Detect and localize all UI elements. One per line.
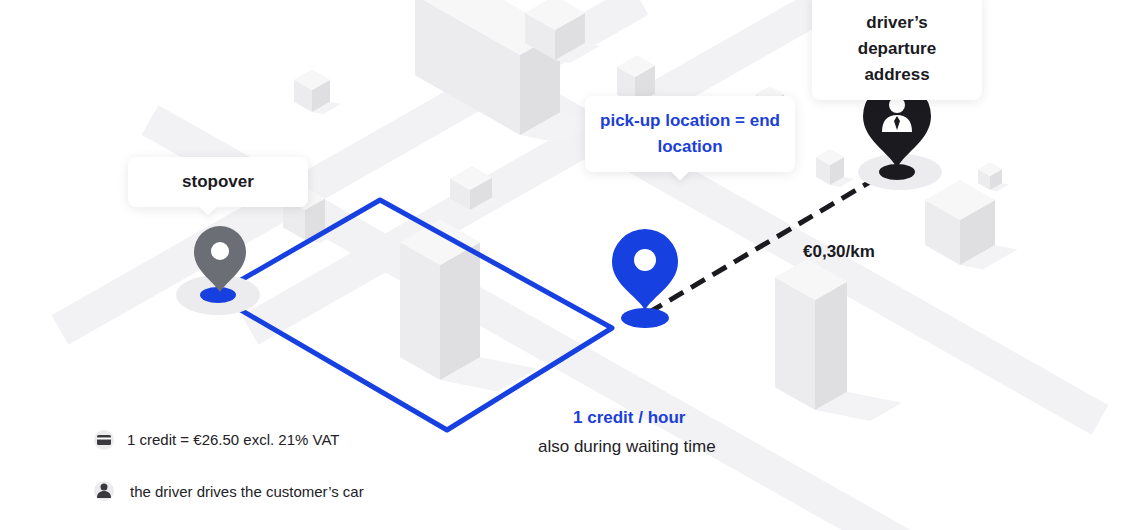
building-face (294, 69, 330, 90)
pin-dot (211, 242, 229, 260)
building-face (775, 259, 847, 300)
card-icon (97, 435, 111, 445)
person-icon-body (97, 491, 111, 498)
note-text: the driver drives the customer’s car (130, 483, 364, 500)
building-face (816, 149, 844, 165)
icon-ground (94, 481, 114, 501)
icon-ground (94, 430, 114, 450)
callout-box: stopover (128, 157, 308, 207)
note-text: 1 credit = €26.50 excl. 21% VAT (127, 431, 339, 448)
driver-body (882, 115, 912, 132)
building-face (400, 219, 480, 265)
card-stripe (97, 438, 111, 440)
building-face (815, 282, 847, 410)
callout-tail (200, 199, 217, 216)
note-icons (94, 430, 114, 501)
callout-box: driver’s departure address (812, 0, 982, 100)
street (250, 0, 900, 330)
route (215, 176, 880, 430)
callout-text: driver’s departure address (826, 10, 968, 88)
pickup-pin (612, 229, 678, 310)
building-face (525, 0, 585, 30)
street-bands (60, 0, 1100, 530)
buildings (283, 0, 1018, 421)
pin-base (200, 287, 236, 303)
callout-box: pick-up location = end location (585, 96, 795, 172)
pricing-label: 1 credit / hour (573, 408, 685, 428)
person-icon-head (101, 484, 108, 491)
stopover-pin (194, 226, 246, 292)
building-face (440, 242, 480, 380)
pin-dot (634, 249, 656, 271)
building-face (400, 242, 440, 380)
building-face (978, 162, 1002, 176)
dashed-approach (648, 176, 880, 313)
callout-text: pick-up location = end location (599, 108, 781, 160)
building-face (450, 166, 492, 190)
building-face (617, 55, 655, 77)
route-loop (215, 200, 612, 430)
driver-tie (894, 116, 900, 130)
pricing-label: also during waiting time (538, 437, 716, 457)
rate-label: €0,30/km (803, 242, 875, 262)
callout-text: stopover (142, 169, 294, 195)
pin-base (621, 308, 669, 328)
building-face (775, 277, 815, 410)
